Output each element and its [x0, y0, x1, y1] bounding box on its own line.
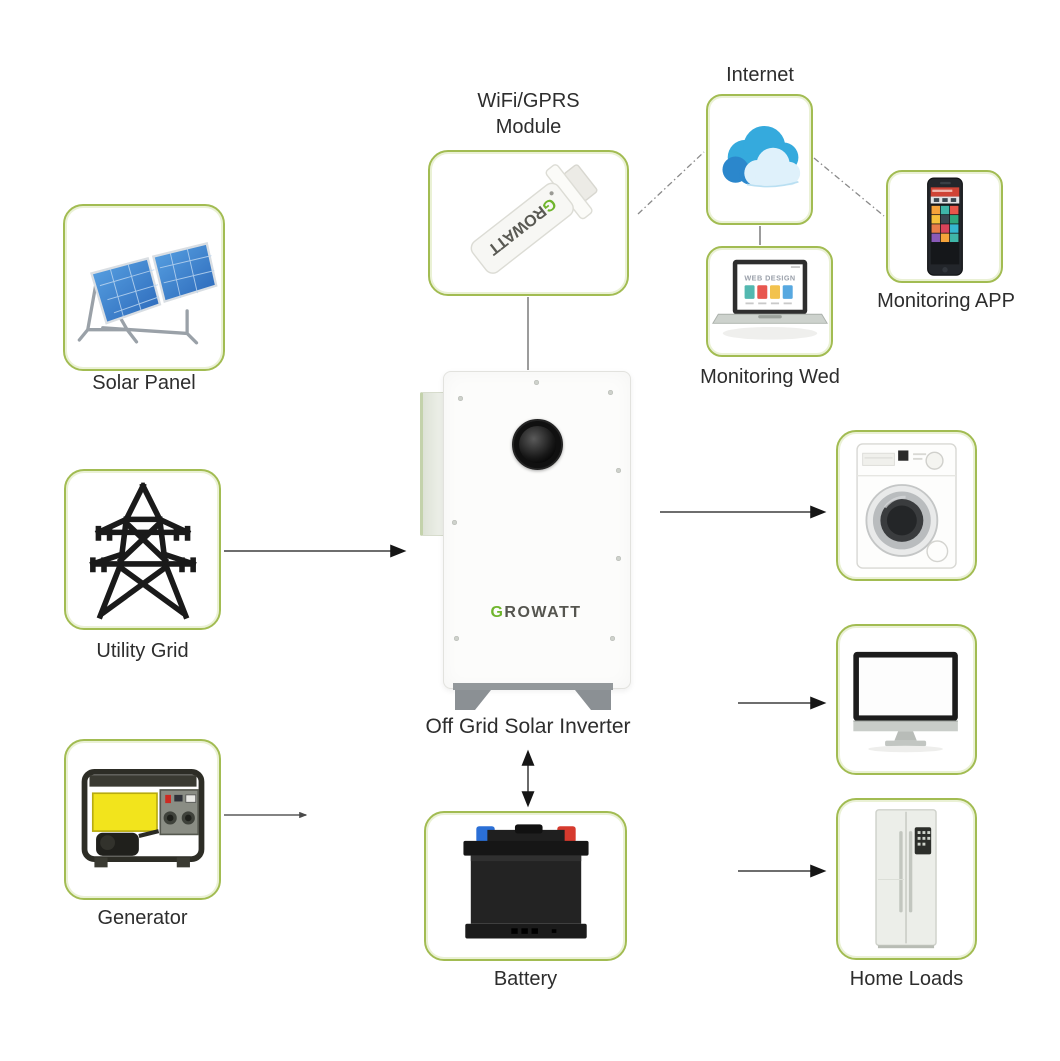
- svg-text:WEB DESIGN: WEB DESIGN: [744, 273, 795, 282]
- refrigerator-icon: [875, 809, 937, 949]
- generator-icon: [81, 768, 204, 867]
- screw-icon: [608, 390, 613, 395]
- screw-icon: [616, 556, 621, 561]
- wifi-dongle-icon: GROWATT: [470, 164, 597, 274]
- inverter-brand-logo: GROWATT: [490, 604, 582, 621]
- washing-machine-icon: [855, 442, 957, 569]
- battery-box: [424, 811, 627, 961]
- edge-module-internet: [637, 151, 705, 215]
- battery-label: Battery: [493, 968, 558, 990]
- screw-icon: [458, 396, 463, 401]
- generator-box: [64, 739, 221, 900]
- monitoring-web-box: WEB DESIGN: [706, 246, 833, 357]
- solar-panel-box: [63, 204, 225, 371]
- utility-grid-label: Utility Grid: [96, 640, 189, 662]
- edge-internet-app: [813, 157, 885, 217]
- screw-icon: [454, 636, 459, 641]
- monitoring-app-box: [886, 170, 1003, 283]
- monitoring-app-label: Monitoring APP: [877, 290, 1015, 312]
- internet-box: [706, 94, 813, 225]
- home-loads-label: Home Loads: [849, 968, 964, 990]
- monitor-icon: [852, 651, 958, 752]
- cloud-icon: [721, 125, 800, 187]
- utility-grid-box: [64, 469, 221, 630]
- washing-machine-box: [836, 430, 977, 581]
- tv-monitor-box: [836, 624, 977, 775]
- solar-panel-icon: [77, 242, 218, 345]
- screw-icon: [534, 380, 539, 385]
- battery-icon: [462, 824, 589, 939]
- wifi-module-label: WiFi/GPRS Module: [477, 90, 580, 138]
- inverter-display-knob[interactable]: [512, 419, 563, 470]
- internet-label: Internet: [726, 64, 794, 86]
- inverter-label: Off Grid Solar Inverter: [425, 715, 631, 738]
- inverter-feet: [453, 683, 613, 710]
- laptop-icon: WEB DESIGN: [711, 259, 828, 340]
- refrigerator-box: [836, 798, 977, 960]
- generator-label: Generator: [97, 907, 188, 929]
- screw-icon: [616, 468, 621, 473]
- monitoring-web-label: Monitoring Wed: [700, 366, 840, 388]
- screw-icon: [610, 636, 615, 641]
- wifi-module-box: GROWATT: [428, 150, 629, 296]
- solar-panel-label: Solar Panel: [92, 372, 196, 394]
- transmission-tower-icon: [88, 481, 197, 620]
- smartphone-icon: [926, 177, 963, 276]
- screw-icon: [452, 520, 457, 525]
